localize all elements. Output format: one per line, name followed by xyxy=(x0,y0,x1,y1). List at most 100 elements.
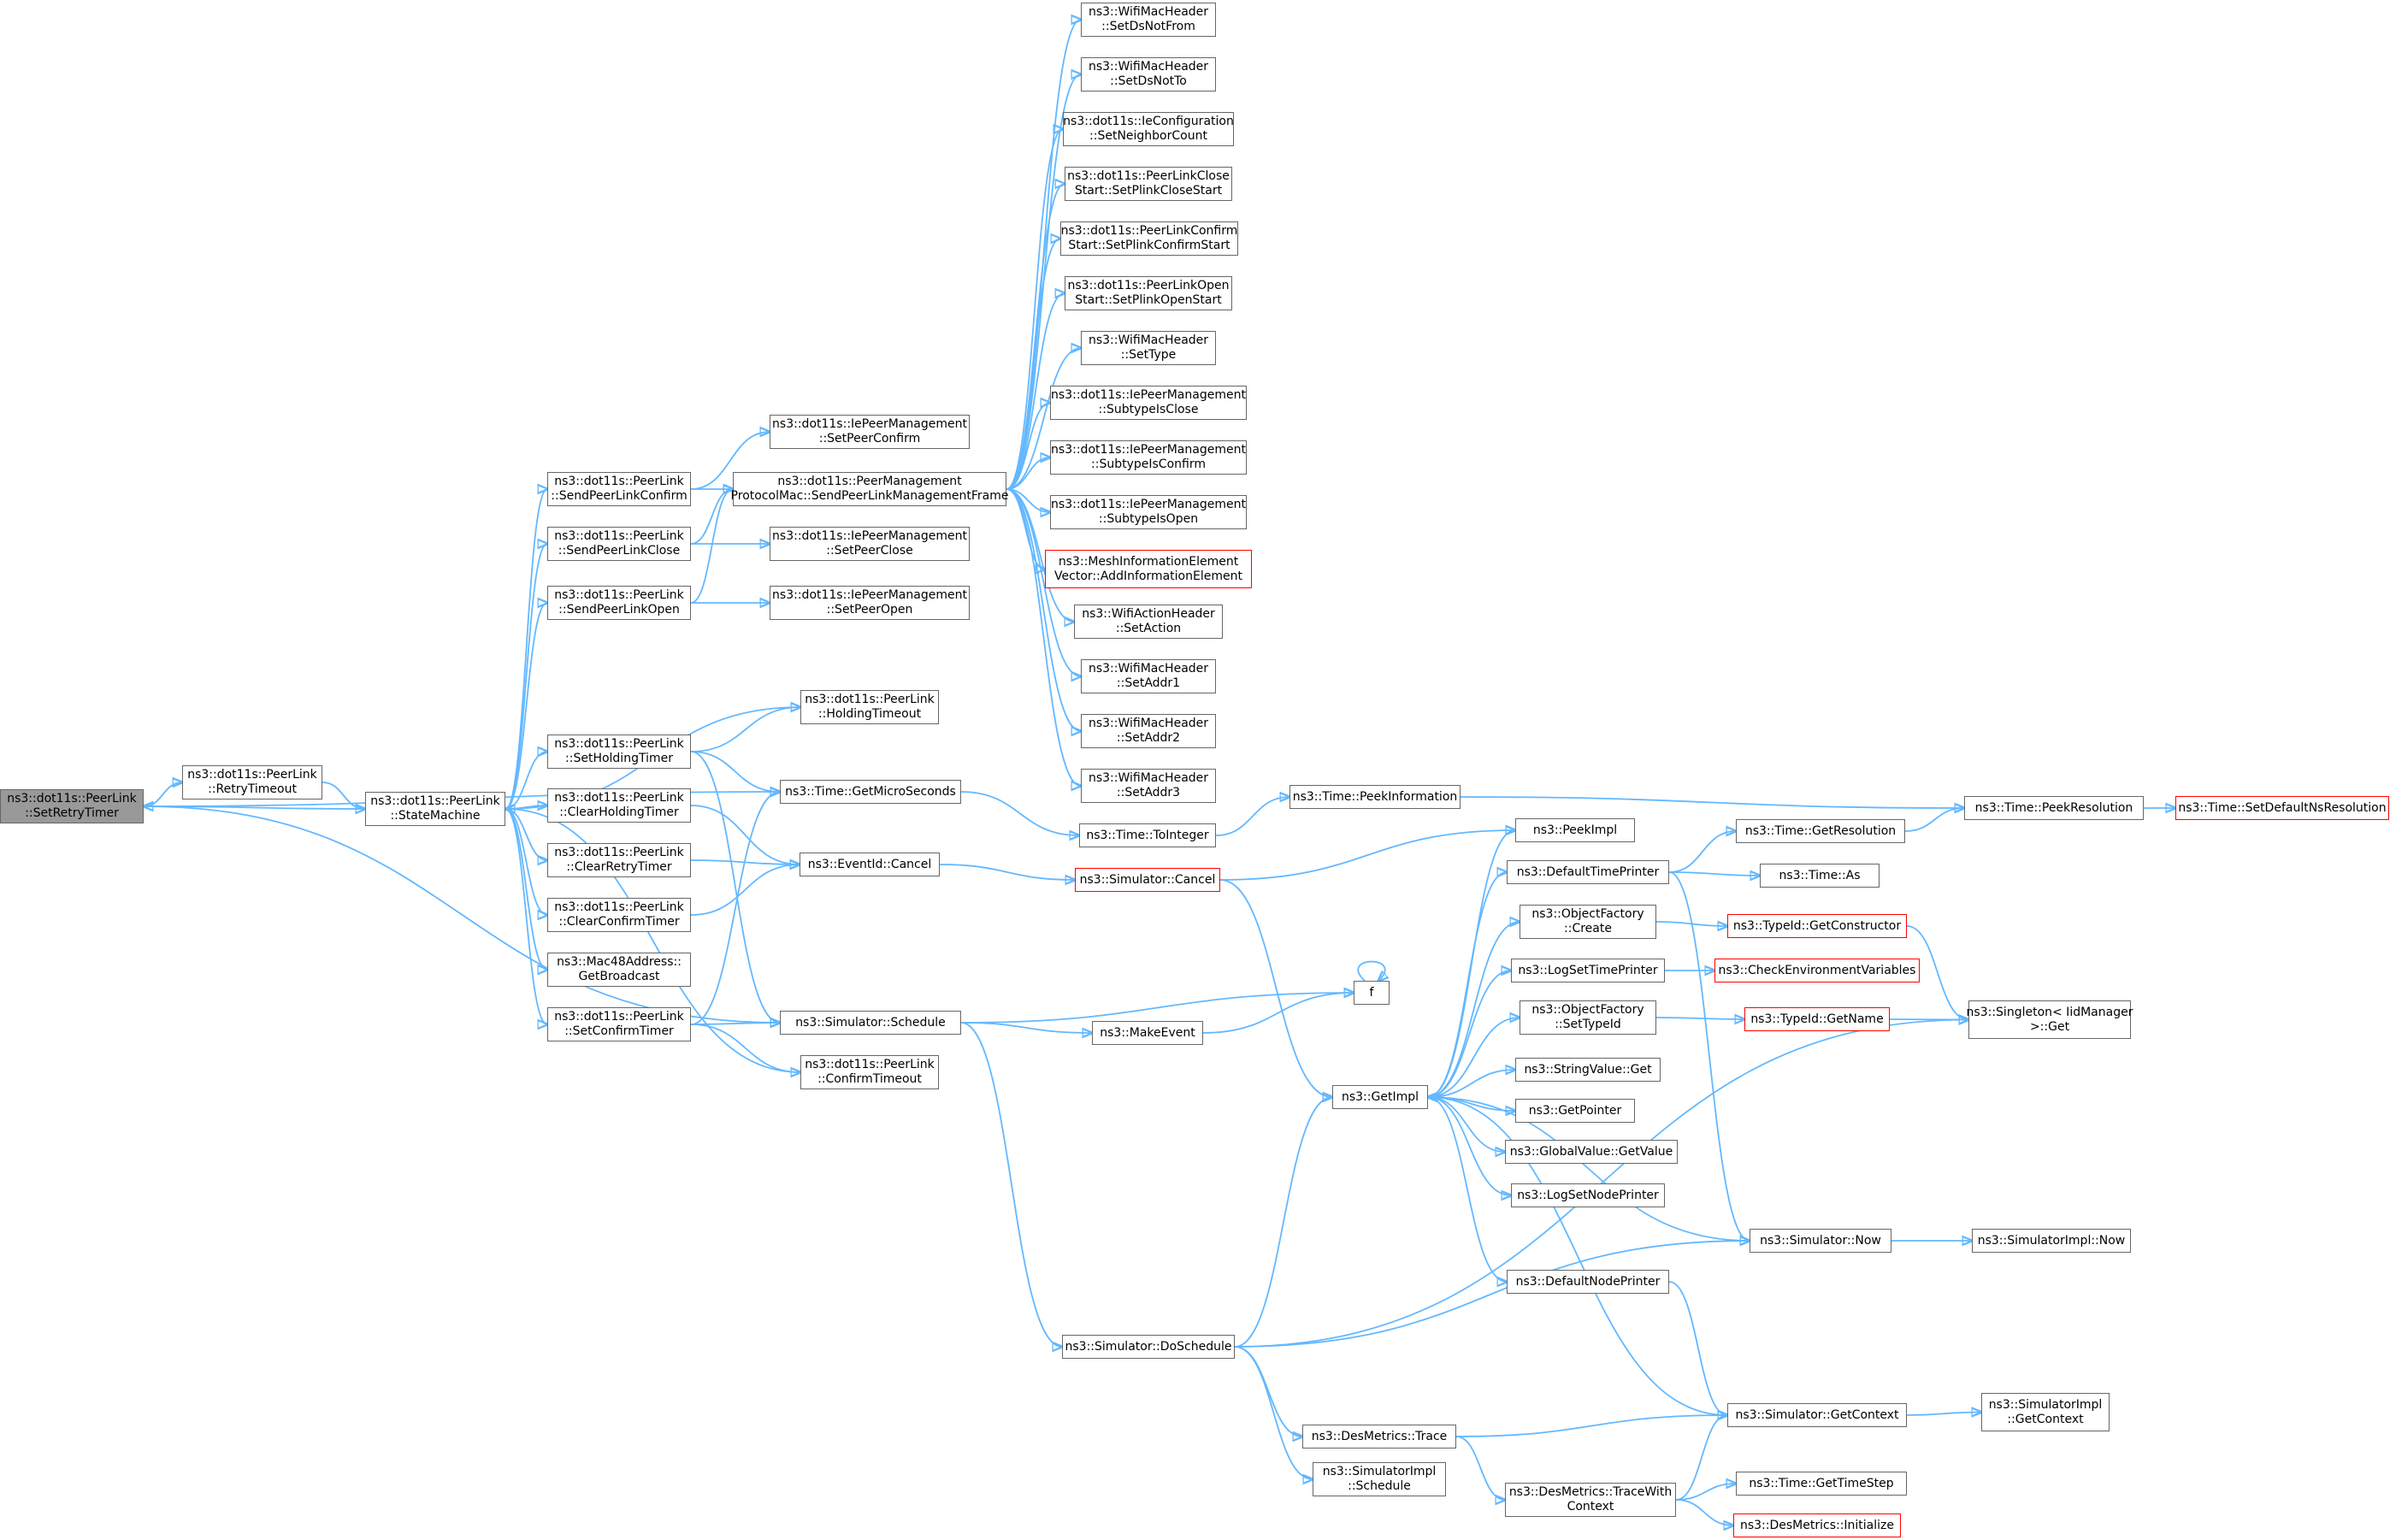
edge-sendPLMF-to-subConfirm xyxy=(1006,457,1050,490)
node-set-peer-close[interactable]: ns3::dot11s::IePeerManagement::SetPeerCl… xyxy=(770,527,970,561)
node-set-type[interactable]: ns3::WifiMacHeader::SetType xyxy=(1081,331,1216,365)
node-label-line: ns3::dot11s::PeerLinkOpen xyxy=(1067,279,1230,292)
node-set-ds-not-from[interactable]: ns3::WifiMacHeader::SetDsNotFrom xyxy=(1081,3,1216,37)
node-type-get-name[interactable]: ns3::TypeId::GetName xyxy=(1744,1007,1890,1031)
node-holding-timeout[interactable]: ns3::dot11s::PeerLink::HoldingTimeout xyxy=(800,690,939,724)
node-label-line: Vector::AddInformationElement xyxy=(1054,569,1242,583)
node-get-constructor[interactable]: ns3::TypeId::GetConstructor xyxy=(1727,914,1907,938)
node-root[interactable]: ns3::dot11s::PeerLink::SetRetryTimer xyxy=(0,789,144,823)
node-label-line: ::SubtypeIsClose xyxy=(1098,403,1199,416)
node-sim-cancel[interactable]: ns3::Simulator::Cancel xyxy=(1075,868,1220,892)
node-of-set-type-id[interactable]: ns3::ObjectFactory::SetTypeId xyxy=(1520,1000,1656,1035)
edge-sendPLMF-to-setPlinkOpen xyxy=(1006,293,1065,490)
node-label-line: ::SetAction xyxy=(1115,622,1182,635)
node-check-env[interactable]: ns3::CheckEnvironmentVariables xyxy=(1714,959,1920,982)
edge-setConfirmTimer-to-confirmTimeout xyxy=(690,1024,800,1072)
node-set-peer-confirm[interactable]: ns3::dot11s::IePeerManagement::SetPeerCo… xyxy=(770,415,970,449)
node-make-event[interactable]: ns3::MakeEvent xyxy=(1092,1021,1203,1045)
node-do-schedule[interactable]: ns3::Simulator::DoSchedule xyxy=(1062,1335,1235,1359)
node-label-line: ns3::ObjectFactory xyxy=(1531,907,1644,921)
node-singleton-get[interactable]: ns3::Singleton< IidManager >::Get xyxy=(1967,1000,2133,1039)
node-get-broadcast[interactable]: ns3::Mac48Address::GetBroadcast xyxy=(547,953,691,987)
node-get-resolution[interactable]: ns3::Time::GetResolution xyxy=(1736,819,1905,843)
node-def-time-printer[interactable]: ns3::DefaultTimePrinter xyxy=(1507,860,1669,884)
node-set-addr3[interactable]: ns3::WifiMacHeader::SetAddr3 xyxy=(1081,769,1216,803)
node-time-as[interactable]: ns3::Time::As xyxy=(1760,864,1880,888)
node-send-confirm[interactable]: ns3::dot11s::PeerLink::SendPeerLinkConfi… xyxy=(547,472,691,506)
node-set-peer-open[interactable]: ns3::dot11s::IePeerManagement::SetPeerOp… xyxy=(770,586,970,620)
node-peek-info[interactable]: ns3::Time::PeekInformation xyxy=(1289,785,1461,809)
node-impl-now[interactable]: ns3::SimulatorImpl::Now xyxy=(1972,1229,2131,1253)
node-event-cancel[interactable]: ns3::EventId::Cancel xyxy=(800,853,940,876)
node-label-line: ns3::dot11s::PeerLink xyxy=(554,529,684,543)
edge-getConstructor-to-singletonGet xyxy=(1906,925,1968,1020)
node-gv-get-value[interactable]: ns3::GlobalValue::GetValue xyxy=(1505,1140,1678,1164)
node-sub-close[interactable]: ns3::dot11s::IePeerManagement::SubtypeIs… xyxy=(1050,386,1247,420)
node-des-trace[interactable]: ns3::DesMetrics::Trace xyxy=(1302,1425,1456,1449)
node-label-line: ns3::dot11s::IePeerManagement xyxy=(1051,443,1246,457)
node-impl-schedule[interactable]: ns3::SimulatorImpl::Schedule xyxy=(1313,1462,1446,1496)
node-sim-schedule[interactable]: ns3::Simulator::Schedule xyxy=(780,1011,961,1035)
node-des-init[interactable]: ns3::DesMetrics::Initialize xyxy=(1733,1513,1901,1537)
edge-getImpl-to-logSetTime xyxy=(1427,971,1511,1098)
node-def-node-printer[interactable]: ns3::DefaultNodePrinter xyxy=(1507,1270,1669,1294)
node-sub-confirm[interactable]: ns3::dot11s::IePeerManagement::SubtypeIs… xyxy=(1050,440,1247,475)
node-get-impl[interactable]: ns3::GetImpl xyxy=(1332,1085,1428,1109)
node-get-time-step[interactable]: ns3::Time::GetTimeStep xyxy=(1736,1472,1907,1496)
node-peek-resolution[interactable]: ns3::Time::PeekResolution xyxy=(1964,796,2144,820)
node-set-neighbor-count[interactable]: ns3::dot11s::IeConfiguration::SetNeighbo… xyxy=(1063,112,1234,146)
node-label-line: ns3::WifiActionHeader xyxy=(1082,607,1215,621)
edge-doSchedule-to-getImpl xyxy=(1234,1097,1332,1348)
node-string-get[interactable]: ns3::StringValue::Get xyxy=(1515,1058,1661,1082)
node-label-line: ns3::dot11s::IePeerManagement xyxy=(772,588,967,602)
edge-sendPLMF-to-setNeighborCount xyxy=(1006,129,1063,490)
node-clear-holding[interactable]: ns3::dot11s::PeerLink::ClearHoldingTimer xyxy=(547,788,691,823)
node-f[interactable]: f xyxy=(1354,981,1390,1005)
node-get-pointer[interactable]: ns3::GetPointer xyxy=(1515,1099,1635,1123)
node-label-line: ns3::Time::SetDefaultNsResolution xyxy=(2178,800,2387,815)
node-clear-retry[interactable]: ns3::dot11s::PeerLink::ClearRetryTimer xyxy=(547,843,691,877)
edge-simGetContext-to-getImpl xyxy=(1428,1097,1728,1416)
node-set-action[interactable]: ns3::WifiActionHeader::SetAction xyxy=(1074,605,1223,639)
node-send-close[interactable]: ns3::dot11s::PeerLink::SendPeerLinkClose xyxy=(547,527,691,561)
node-label-line: ns3::CheckEnvironmentVariables xyxy=(1718,963,1916,977)
node-set-ds-not-to[interactable]: ns3::WifiMacHeader::SetDsNotTo xyxy=(1081,57,1216,91)
node-set-addr1[interactable]: ns3::WifiMacHeader::SetAddr1 xyxy=(1081,659,1216,693)
edge-root-to-retryTimeout xyxy=(143,782,182,807)
node-label-line: ns3::SimulatorImpl xyxy=(1988,1397,2103,1412)
node-label-line: ns3::Simulator::Schedule xyxy=(795,1015,946,1030)
node-set-addr2[interactable]: ns3::WifiMacHeader::SetAddr2 xyxy=(1081,714,1216,748)
edge-typeGetName-to-singletonGet xyxy=(1889,1019,1968,1020)
node-clear-confirm[interactable]: ns3::dot11s::PeerLink::ClearConfirmTimer xyxy=(547,898,691,932)
node-label-line: ::ClearConfirmTimer xyxy=(558,915,680,929)
node-retry-timeout[interactable]: ns3::dot11s::PeerLink::RetryTimeout xyxy=(182,765,322,800)
node-confirm-timeout[interactable]: ns3::dot11s::PeerLink::ConfirmTimeout xyxy=(800,1055,939,1089)
node-get-micro[interactable]: ns3::Time::GetMicroSeconds xyxy=(780,780,961,804)
node-to-integer[interactable]: ns3::Time::ToInteger xyxy=(1079,823,1216,847)
node-label-line: ns3::Time::PeekResolution xyxy=(1974,800,2133,815)
node-label-line: >::Get xyxy=(2029,1019,2070,1034)
node-sub-open[interactable]: ns3::dot11s::IePeerManagement::SubtypeIs… xyxy=(1050,495,1247,529)
node-set-confirm-timer[interactable]: ns3::dot11s::PeerLink::SetConfirmTimer xyxy=(547,1007,691,1041)
node-sim-get-context[interactable]: ns3::Simulator::GetContext xyxy=(1727,1403,1907,1427)
node-log-set-time[interactable]: ns3::LogSetTimePrinter xyxy=(1511,959,1665,982)
node-label-line: ::SetAddr3 xyxy=(1116,786,1181,800)
node-label-line: ::SetDsNotFrom xyxy=(1101,20,1195,33)
node-log-set-node[interactable]: ns3::LogSetNodePrinter xyxy=(1511,1183,1665,1207)
node-peek-impl[interactable]: ns3::PeekImpl xyxy=(1515,818,1635,842)
node-sim-now[interactable]: ns3::Simulator::Now xyxy=(1750,1229,1891,1253)
node-send-open[interactable]: ns3::dot11s::PeerLink::SendPeerLinkOpen xyxy=(547,586,691,620)
node-label-line: Start::SetPlinkCloseStart xyxy=(1074,184,1223,198)
edge-desTrace-to-traceWithCtx xyxy=(1455,1436,1505,1500)
node-of-create[interactable]: ns3::ObjectFactory::Create xyxy=(1520,905,1656,939)
node-set-holding[interactable]: ns3::dot11s::PeerLink::SetHoldingTimer xyxy=(547,735,691,769)
node-impl-get-context[interactable]: ns3::SimulatorImpl::GetContext xyxy=(1981,1393,2110,1431)
node-state-machine[interactable]: ns3::dot11s::PeerLink::StateMachine xyxy=(365,792,505,826)
node-set-default-ns[interactable]: ns3::Time::SetDefaultNsResolution xyxy=(2175,796,2389,820)
